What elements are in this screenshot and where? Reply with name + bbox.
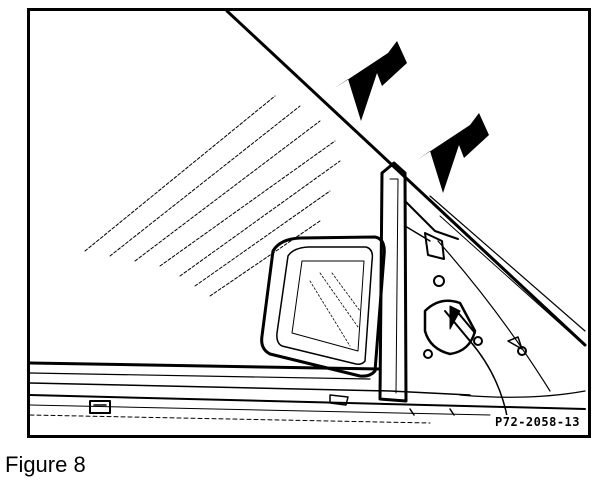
mounting-bracket (423, 232, 527, 422)
glass-reflection-hatching (84, 95, 341, 297)
arrow-pointer-icon (417, 113, 489, 193)
figure-frame: P72-2058-13 (27, 8, 591, 438)
figure-caption: Figure 8 (5, 452, 86, 477)
door-body-outline (437, 240, 551, 392)
figure-reference-code: P72-2058-13 (493, 415, 582, 429)
mirror-door-illustration (30, 11, 587, 424)
mirror-support-post (378, 161, 459, 403)
mirror-housing (260, 235, 386, 378)
door-trim-lines (30, 361, 586, 424)
arrow-pointer-icon (335, 41, 407, 121)
